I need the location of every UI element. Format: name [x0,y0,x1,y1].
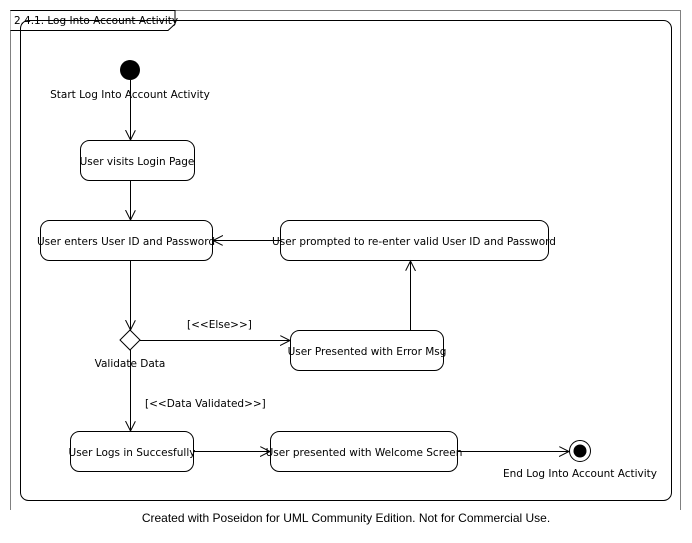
decision-node [119,329,141,351]
activity-welcome-label: User presented with Welcome Screen [266,447,463,459]
activity-error-msg [290,330,444,371]
activity-frame [20,20,672,501]
final-node-dot [573,444,587,458]
activity-error-msg-label: User Presented with Error Msg [288,346,447,358]
activity-enter-credentials-label: User enters User ID and Password [37,236,215,248]
outer-frame [10,10,681,510]
activity-diagram: 2.4.1. Log Into Account Activity Start L… [10,10,681,510]
guard-validated: [<<Data Validated>>] [145,398,266,410]
end-label: End Log Into Account Activity [503,468,657,480]
guard-else: [<<Else>>] [187,319,252,331]
activity-visit-login [80,140,195,181]
initial-node [120,60,140,80]
activity-logs-in-label: User Logs in Succesfully [69,447,196,459]
activity-reenter-prompt-label: User prompted to re-enter valid User ID … [272,236,556,248]
activity-visit-login-label: User visits Login Page [80,156,195,168]
footer-notice: Created with Poseidon for UML Community … [141,511,551,525]
